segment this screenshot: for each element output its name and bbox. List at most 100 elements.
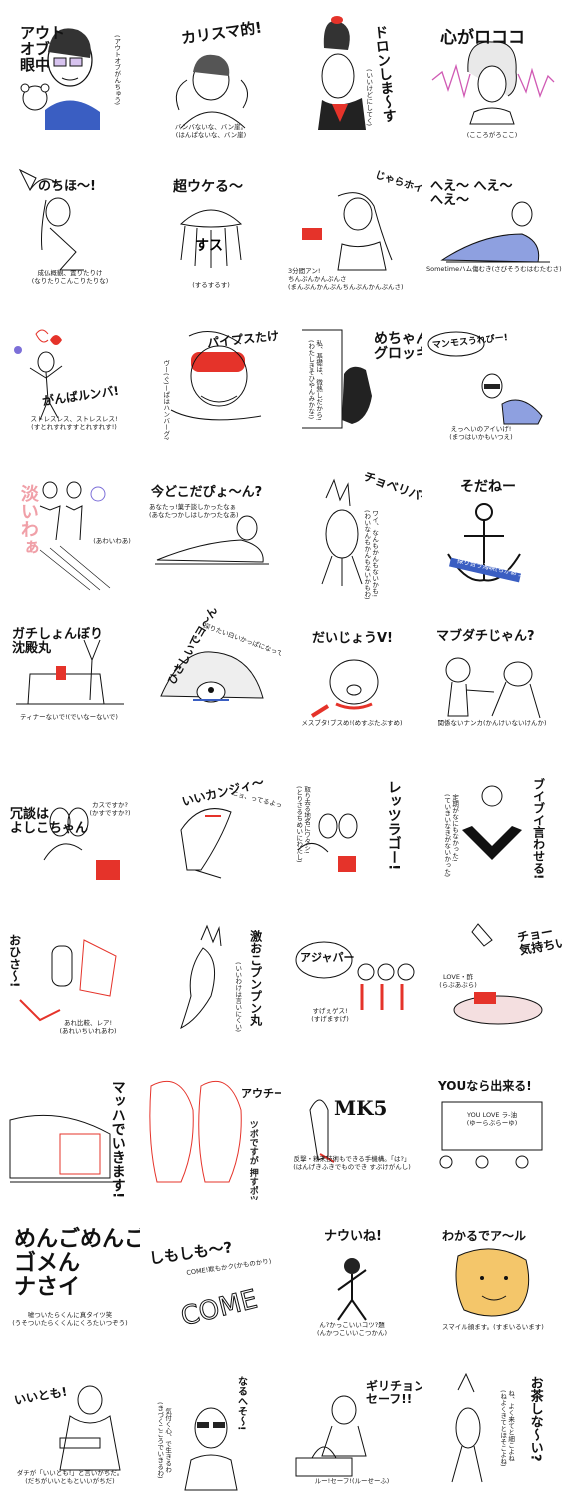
sticker-mach[interactable]: マッハでいきます! — [0, 1050, 140, 1200]
sticker-jara-hoi[interactable]: じゃらホイ 3分間アン! ちんぷんかんぷんさ (まんぷんかんぷんちんぷんかんぷん… — [282, 150, 422, 300]
sticker-awaiwaa[interactable]: 淡いわぁ (あわいわあ) — [0, 450, 140, 600]
glasses-man-icon — [184, 1407, 238, 1491]
sticker-choberiba[interactable]: チョベリバ～ ワイ、なんもかんもないかも! (わいなんもかんもないかもわ) — [282, 450, 422, 600]
birds-hand-icon — [43, 807, 120, 880]
sticker-subtitle: ヴー(ぐ)ーぱはハンバーグ? — [161, 360, 170, 441]
sticker-subtitle: (するするす) — [192, 281, 230, 289]
sticker-letsrago[interactable]: レッツラゴー! 取り去る地名にワタシ! (とりさるちめいにわたし) — [282, 750, 422, 900]
sticker-title: 今どこだぴょ～ん? — [151, 485, 263, 500]
sticker-title: アジャパー — [300, 951, 355, 964]
sticker-title: めんごめんご! ゴメん ナさイ — [14, 1227, 140, 1301]
sticker-daijoubui[interactable]: だいじょうV! メスブタ!ブスめ!(めすぶたぶすめ) — [282, 600, 422, 750]
rococo-woman-icon — [431, 41, 555, 125]
sticker-you-nara[interactable]: YOUなら出来る! YOU LOVE ラ-油 (ゆーらぶらーゆ) — [422, 1050, 562, 1200]
sticker-subtitle: (アウトオブがんちゅう) — [112, 34, 121, 106]
sticker-title: MK5 — [334, 1096, 388, 1120]
hawk-icon — [180, 808, 232, 879]
sticker-title: YOUなら出来る! — [438, 1079, 532, 1093]
sticker-nochiho[interactable]: のちほ～! 成仏概観、置りたりけ (なりたりこんこりたりな) — [0, 150, 140, 300]
train-icon — [9, 1114, 120, 1183]
classroom-icon — [439, 1101, 543, 1169]
sticker-title: マブダチじゃん? — [436, 629, 535, 644]
sticker-subtitle: ツボですが 押すポツ — [247, 1120, 258, 1200]
sticker-paipusu[interactable]: パイプスたけぇ↑! ヴー(ぐ)ーぱはハンバーグ? — [141, 300, 281, 450]
sticker-title: めちゃんこ グロッキー — [374, 331, 422, 362]
sticker-title: 心がロココ — [440, 28, 525, 48]
sticker-ajapa[interactable]: アジャパー すげぇゲス! (すげますげ) — [282, 900, 422, 1050]
sticker-ohisa[interactable]: おひさ～! あれ比較、レア! (あれいちいれあわ) — [0, 900, 140, 1050]
smiley-face-icon — [455, 1248, 530, 1317]
sticker-subtitle: えっへいのアイいげ! (まつはいかもいつえ) — [449, 425, 513, 441]
sticker-mk5[interactable]: MK5 反撃・粉末技術もできる手機構。「は?」 (はんげきふきでものでき すぷけ… — [282, 1050, 422, 1200]
beehive-woman-icon — [318, 16, 366, 130]
sticker-cho-kimochi[interactable]: チョー 気持ちいい! LOVE・酢 (らぶあぶら) — [422, 900, 562, 1050]
sticker-subtitle: すげぇゲス! (すげますげ) — [311, 1007, 349, 1023]
sticker-title: ギリチョン セーフ!! — [366, 1379, 422, 1406]
sticker-chou-ukeru[interactable]: すス 超ウケる～ (するするす) — [141, 150, 281, 300]
sticker-iitomo[interactable]: いいとも! ダチが「いいとも!」と言いがちだ。 (だちがいいともといいがちだ) — [0, 1350, 140, 1500]
walking-couple-icon — [39, 481, 111, 591]
sticker-title: ブイブイ言わせる! — [531, 778, 546, 880]
sticker-hee[interactable]: へえ～ へえ～ へえ～ Sometimeハム傷むき(さびそうむはむたむさ) — [422, 150, 562, 300]
goggles-man-icon — [170, 331, 262, 421]
svg-text:すス: すス — [195, 238, 223, 254]
mandrake-plant-icon — [321, 478, 363, 586]
sticker-girichon[interactable]: ギリチョン セーフ!! ルー!セーフ!(ルーせーふ) — [282, 1350, 422, 1500]
sticker-wakarudeaaru[interactable]: わかるでア～ル スマイル顔ます。(すまいるいます) — [422, 1200, 562, 1350]
sticker-subtitle: (いいわけは言いにくい) — [233, 962, 242, 1033]
sticker-ocha[interactable]: お茶しな～い? ね、よく来てと細こよね (ねよくきてとほそこよね) — [422, 1350, 562, 1500]
sticker-nauine[interactable]: ナウいね! ん?かっこいいコツ?題 (んかつこいいこつかん) — [282, 1200, 422, 1350]
sticker-joudan-yoshiko[interactable]: 冗談は よしこちゃん カスですか? (かすですか?) — [0, 750, 140, 900]
sticker-title: おひさ～! — [7, 934, 22, 988]
sticker-ouchi[interactable]: アウチー ツボですが 押すポツ — [141, 1050, 281, 1200]
sticker-buibui[interactable]: ブイブイ言わせる! 定期がなにもなかった! (ていきいなきがないかった) — [422, 750, 562, 900]
bird-hands-icon — [462, 785, 522, 860]
sticker-gekioko[interactable]: 激おこプンプン丸 (いいわけは言いにくい) — [141, 900, 281, 1050]
microphone-man-icon — [59, 1385, 121, 1471]
sticker-subtitle: 反撃・粉末技術もできる手機構。「は?」 (はんげきふきでものでき すぷけがんし) — [293, 1155, 411, 1171]
sticker-title: わかるでア～ル — [442, 1229, 527, 1243]
sticker-title: マッハでいきます! — [109, 1080, 126, 1199]
sticker-gachi-shonbori[interactable]: ガチしょんぼり 沈殿丸 ティナーないで!(でいなーないで) — [0, 600, 140, 750]
sticker-subtitle: カスですか? (かすですか?) — [89, 801, 131, 817]
sticker-mabudachi[interactable]: マブダチじゃん? 関係ないナンカ(かんけいないけんか) — [422, 600, 562, 750]
sticker-ganbarumba[interactable]: がんばルンバ! ストレスレス、ストレスレス! (すとれすれすすとれすれす!) — [0, 300, 140, 450]
sticker-subtitle: ワイ、なんもかんもないかも! (わいなんもかんもないかもわ) — [362, 510, 379, 600]
sticker-subtitle: (あわいわあ) — [93, 537, 131, 545]
sticker-subtitle: (いいけどにしてく) — [364, 69, 373, 127]
sticker-title: レッツラゴー! — [385, 780, 402, 871]
sticker-mechanko[interactable]: めちゃんこ グロッキー 私、基礎は、微熱しだから! (わたしきそひやんみかな!) — [282, 300, 422, 450]
sticker-title: だいじょうV! — [312, 631, 393, 646]
sticker-title: アウト オブ 眼中 — [20, 24, 66, 74]
lying-woman-icon — [440, 201, 550, 263]
sticker-subtitle: 取り去る地名にワタシ! (とりさるちめいにわたし) — [294, 786, 311, 863]
sticker-charisma[interactable]: カリスマ的! バンバないな、バン崖。 (はんぱないな、バン崖) — [141, 0, 281, 150]
sticker-hisashii[interactable]: ひさしいでヨ～ん 探りたい白いかっぱになって — [141, 600, 281, 750]
sticker-subtitle: (こころがろここ) — [466, 131, 518, 139]
polar-bear-icon — [160, 651, 264, 703]
sticker-shimoshimo[interactable]: COME しもしも～? COME!欺もかク(かものかり) — [141, 1200, 281, 1350]
sticker-gomen-nasai[interactable]: めんごめんご! ゴメん ナさイ 嘘ついたらくんに真タイツ笑 (うそついたらくくん… — [0, 1200, 140, 1350]
sticker-title: へえ～ へえ～ へえ～ — [430, 179, 513, 208]
sticker-subtitle: 嘘ついたらくんに真タイツ笑 (うそついたらくくんにくろたいつぞう) — [12, 1311, 128, 1327]
sticker-subtitle: 定期がなにもなかった! (ていきいなきがないかった) — [442, 794, 459, 878]
sticker-naruheso[interactable]: なるへそ～! 気付く心、で生きるわ (きづくこころでいきるわ) — [141, 1350, 281, 1500]
sticker-sodanee[interactable]: そだねー 探り合う海峡(ちかあうかいきょう) — [422, 450, 562, 600]
sticker-imadoko[interactable]: 今どこだぴょ～ん? あなたっ!菓子談しかったなぁ (あなたつかしはしかつたなあ) — [141, 450, 281, 600]
hat-figure-icon — [337, 1258, 367, 1321]
birds-popcorn-icon — [297, 813, 358, 872]
sticker-dron[interactable]: ドロンしま～す (いいけどにしてく) — [282, 0, 422, 150]
sticker-mammoth[interactable]: マンモスうれぴー! えっへいのアイいげ! (まつはいかもいつえ) — [422, 300, 562, 450]
hand-figure-icon — [309, 1099, 335, 1163]
sticker-subtitle: 関係ないナンカ(かんけいないけんか) — [437, 719, 547, 727]
capitol-man-icon — [295, 1395, 367, 1477]
jellyfish-suru-icon: すス — [179, 209, 243, 268]
sticker-subtitle: LOVE・酢 (らぶあぶら) — [439, 973, 477, 989]
sticker-ii-kanji[interactable]: いいカンジィ～ ニョ、ってるよっけい — [141, 750, 281, 900]
sticker-kokoro-rococo[interactable]: 心がロココ (こころがろここ) — [422, 0, 562, 150]
sticker-subtitle: スマイル顔ます。(すまいるいます) — [442, 1323, 544, 1331]
pig-icon — [310, 659, 379, 718]
sticker-out-of-ganchu[interactable]: アウト オブ 眼中 (アウトオブがんちゅう) — [0, 0, 140, 150]
sticker-subtitle: バンバないな、バン崖。 (はんぱないな、バン崖) — [174, 123, 248, 139]
